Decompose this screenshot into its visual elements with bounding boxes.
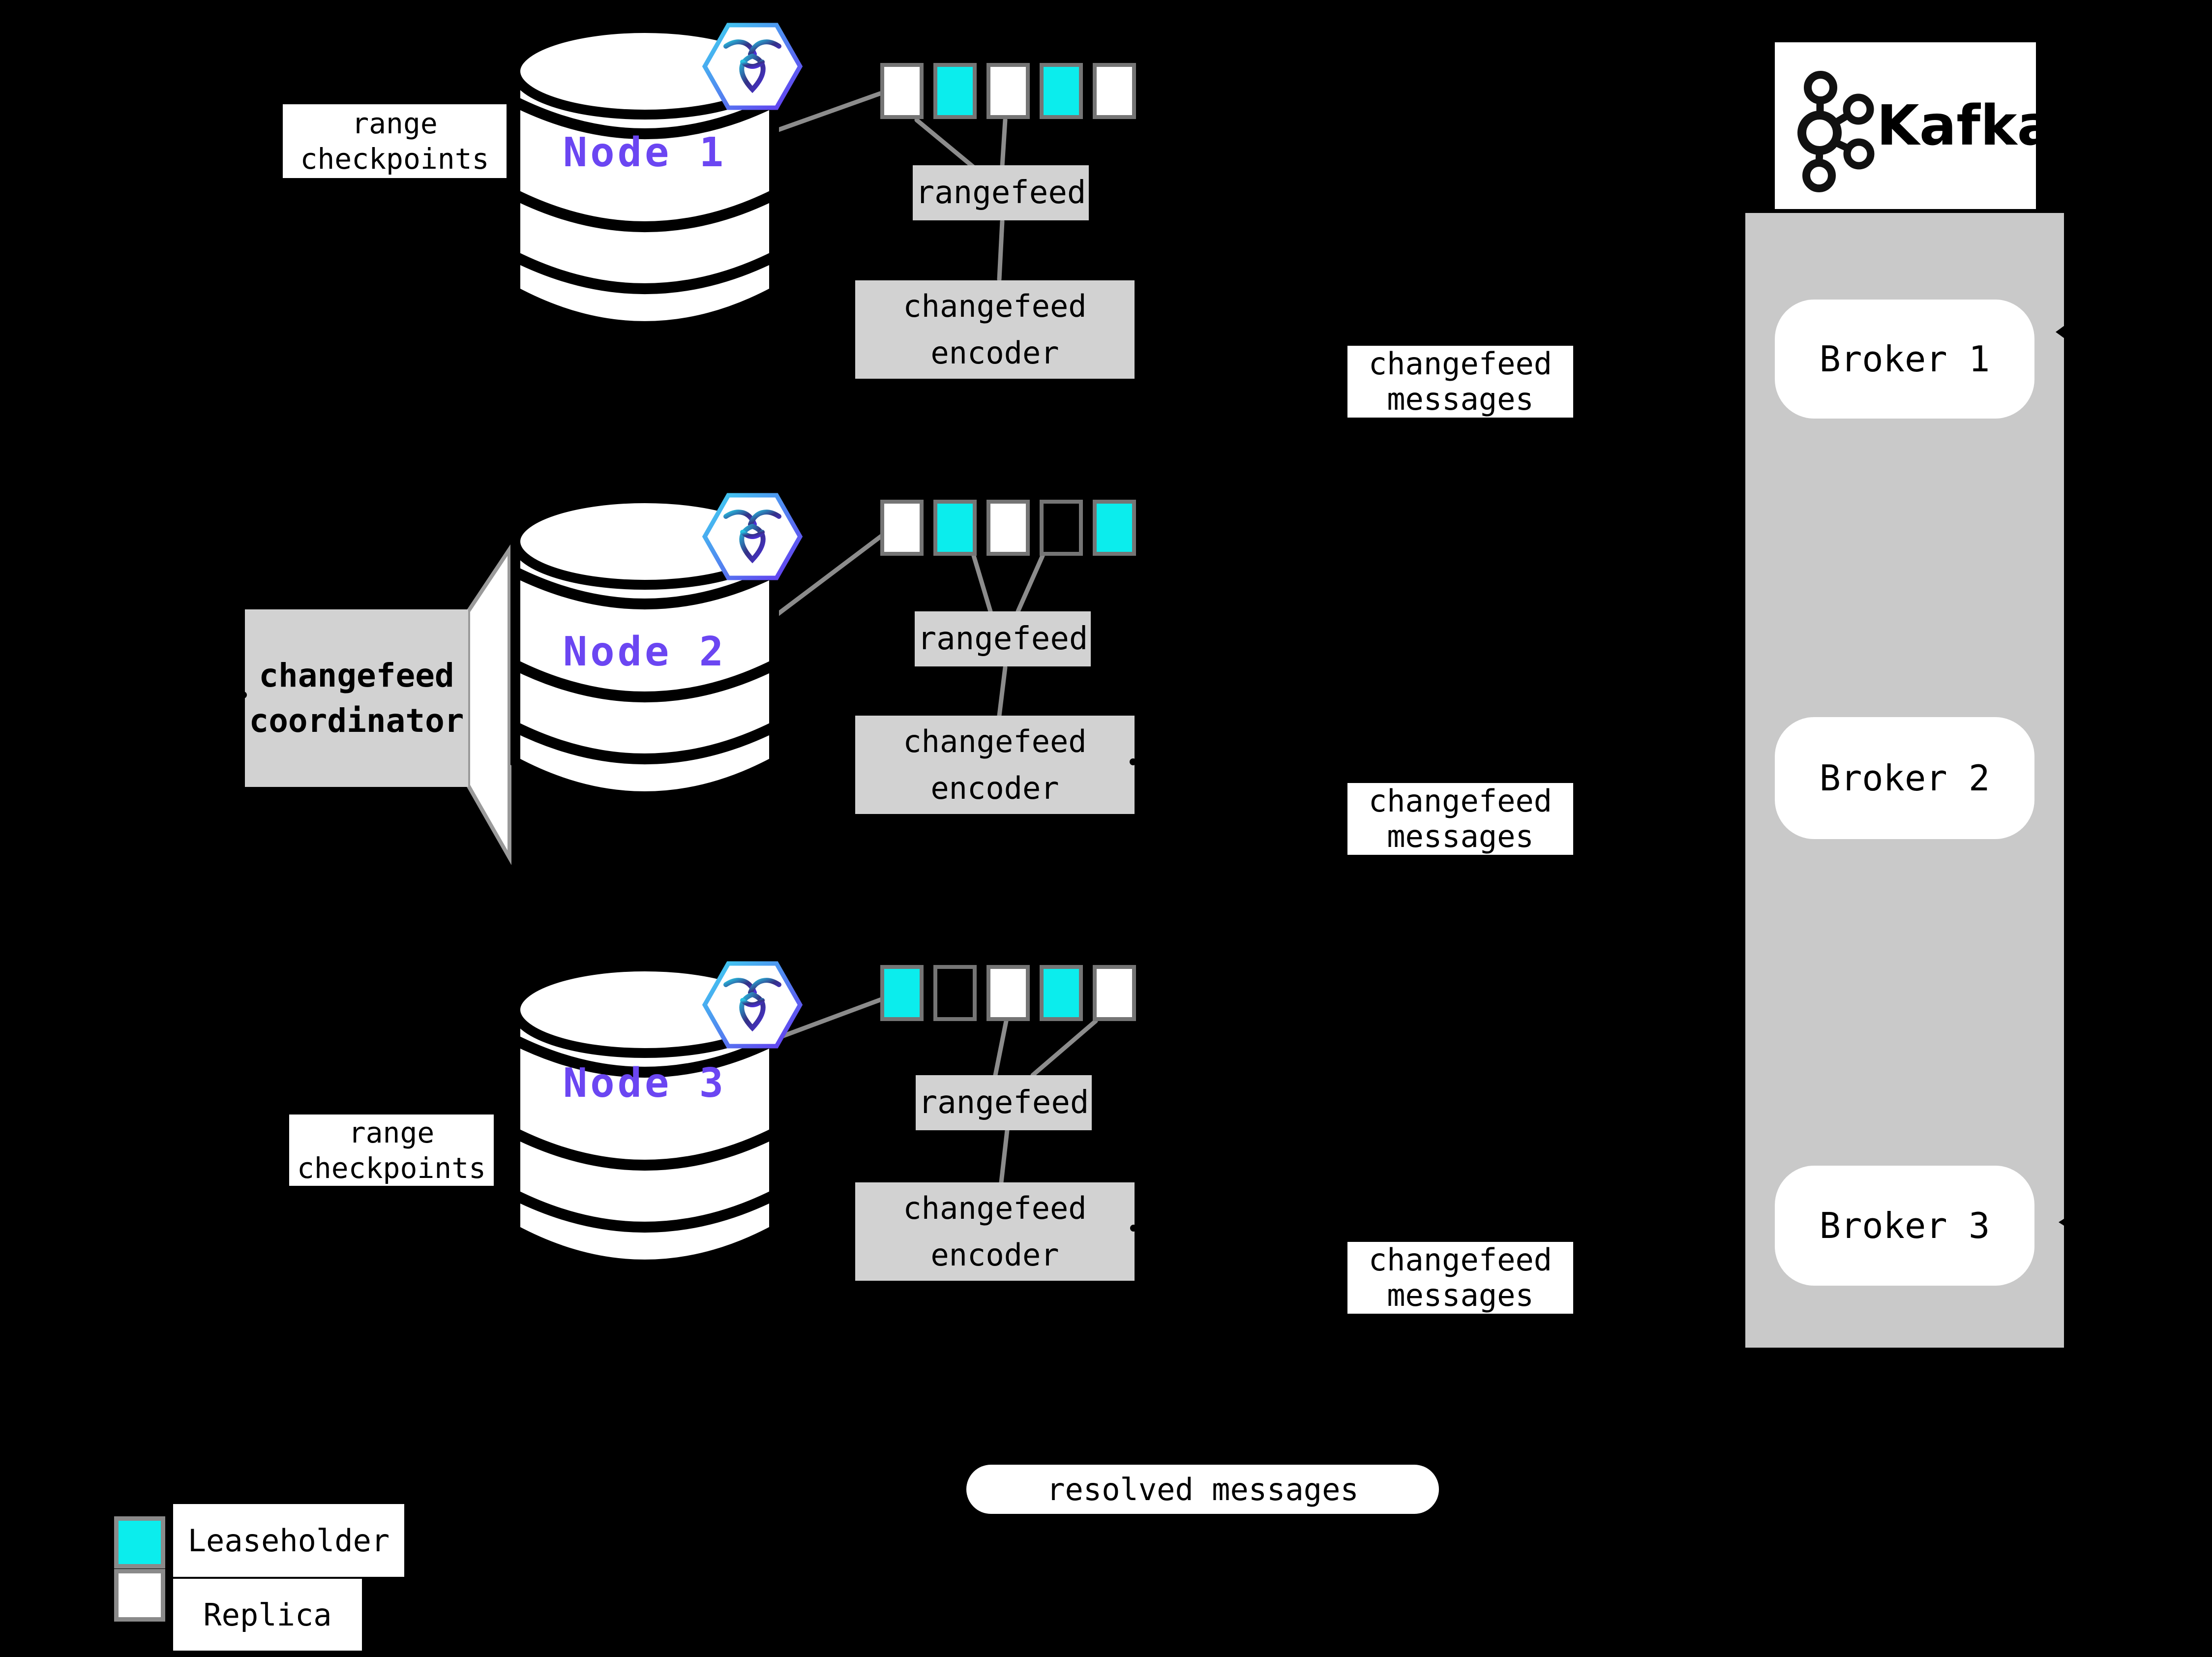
messages-line2: messages — [1387, 1277, 1534, 1313]
kafka-icon — [1797, 71, 1875, 192]
encoder-line1: changefeed — [903, 288, 1087, 324]
node2-label: Node 2 — [563, 629, 727, 675]
changefeed-encoder-box-2: changefeed encoder — [855, 716, 1135, 814]
range-box-empty — [933, 965, 977, 1021]
range-box-leaseholder — [933, 500, 977, 556]
node2-cylinder — [510, 493, 779, 801]
rangefeed-box-2: rangefeed — [915, 611, 1091, 666]
legend-leaseholder-swatch — [114, 1516, 165, 1568]
range-box-leaseholder — [1040, 63, 1083, 119]
range-checkpoints-line1: range — [352, 107, 438, 140]
node1-ranges — [880, 63, 1136, 119]
legend-replica-label: Replica — [173, 1579, 362, 1651]
range-checkpoints-label-2: range checkpoints — [289, 1115, 494, 1186]
range-box-empty — [1040, 500, 1083, 556]
message-arrowhead-icon — [2059, 1219, 2064, 1226]
encoder-line1: changefeed — [903, 723, 1087, 759]
messages-line1: changefeed — [1368, 346, 1553, 382]
broker-3: Broker 3 — [1775, 1166, 2034, 1286]
changefeed-messages-label-1: changefeed messages — [1347, 346, 1573, 418]
cockroachdb-logo-icon — [702, 23, 803, 110]
range-box-leaseholder — [933, 63, 977, 119]
changefeed-encoder-box-3: changefeed encoder — [855, 1182, 1135, 1281]
range-box-leaseholder — [880, 965, 924, 1021]
changefeed-messages-label-3: changefeed messages — [1347, 1242, 1573, 1314]
range-box-leaseholder — [1093, 500, 1136, 556]
range-checkpoints-line2: checkpoints — [297, 1151, 486, 1185]
changefeed-encoder-box-1: changefeed encoder — [855, 280, 1135, 379]
messages-line1: changefeed — [1368, 1242, 1553, 1278]
range-checkpoints-line1: range — [348, 1115, 435, 1149]
broker-1: Broker 1 — [1775, 300, 2034, 419]
legend-leaseholder-label: Leaseholder — [173, 1504, 404, 1577]
node1-cylinder — [510, 23, 779, 331]
range-box-replica — [1093, 63, 1136, 119]
range-box-replica — [986, 500, 1030, 556]
node1-label: Node 1 — [563, 129, 727, 176]
arrow-endpoint-dot — [1130, 758, 1136, 765]
range-checkpoints-label-1: range checkpoints — [283, 104, 507, 178]
node3-label: Node 3 — [563, 1060, 727, 1107]
range-box-replica — [880, 63, 924, 119]
messages-line2: messages — [1387, 818, 1534, 854]
encoder-line2: encoder — [930, 1237, 1059, 1273]
arrow-endpoint-dot — [240, 692, 247, 698]
node3-ranges — [880, 965, 1136, 1021]
messages-line1: changefeed — [1368, 783, 1553, 819]
encoder-line2: encoder — [930, 335, 1059, 371]
arrow-endpoint-dot — [1130, 1225, 1137, 1232]
encoder-line1: changefeed — [903, 1190, 1087, 1226]
changefeed-coordinator-box: changefeed coordinator — [245, 609, 468, 787]
range-box-leaseholder — [1040, 965, 1083, 1021]
rangefeed-box-1: rangefeed — [913, 165, 1089, 220]
kafka-logo: Kafka — [1775, 42, 2055, 209]
changefeed-messages-label-2: changefeed messages — [1347, 783, 1573, 855]
encoder-line2: encoder — [930, 770, 1059, 806]
rangefeed-box-3: rangefeed — [916, 1075, 1092, 1130]
kafka-title: Kafka — [1876, 93, 2055, 158]
coordinator-flag-shape — [466, 542, 511, 866]
node2-ranges — [880, 500, 1136, 556]
legend-replica-swatch — [114, 1569, 165, 1622]
resolved-messages-label: resolved messages — [966, 1465, 1439, 1514]
cockroachdb-logo-icon — [702, 493, 803, 580]
range-checkpoints-line2: checkpoints — [300, 142, 489, 176]
range-box-replica — [986, 63, 1030, 119]
range-box-replica — [1093, 965, 1136, 1021]
messages-line2: messages — [1387, 381, 1534, 417]
range-box-replica — [986, 965, 1030, 1021]
message-arrowhead-icon — [2056, 326, 2064, 338]
coordinator-line2: coordinator — [249, 701, 464, 740]
cockroachdb-logo-icon — [702, 961, 803, 1049]
broker-2: Broker 2 — [1775, 717, 2034, 839]
node3-cylinder — [510, 962, 779, 1269]
coordinator-line1: changefeed — [259, 656, 454, 694]
range-box-replica — [880, 500, 924, 556]
connector-lines — [773, 91, 1098, 1185]
